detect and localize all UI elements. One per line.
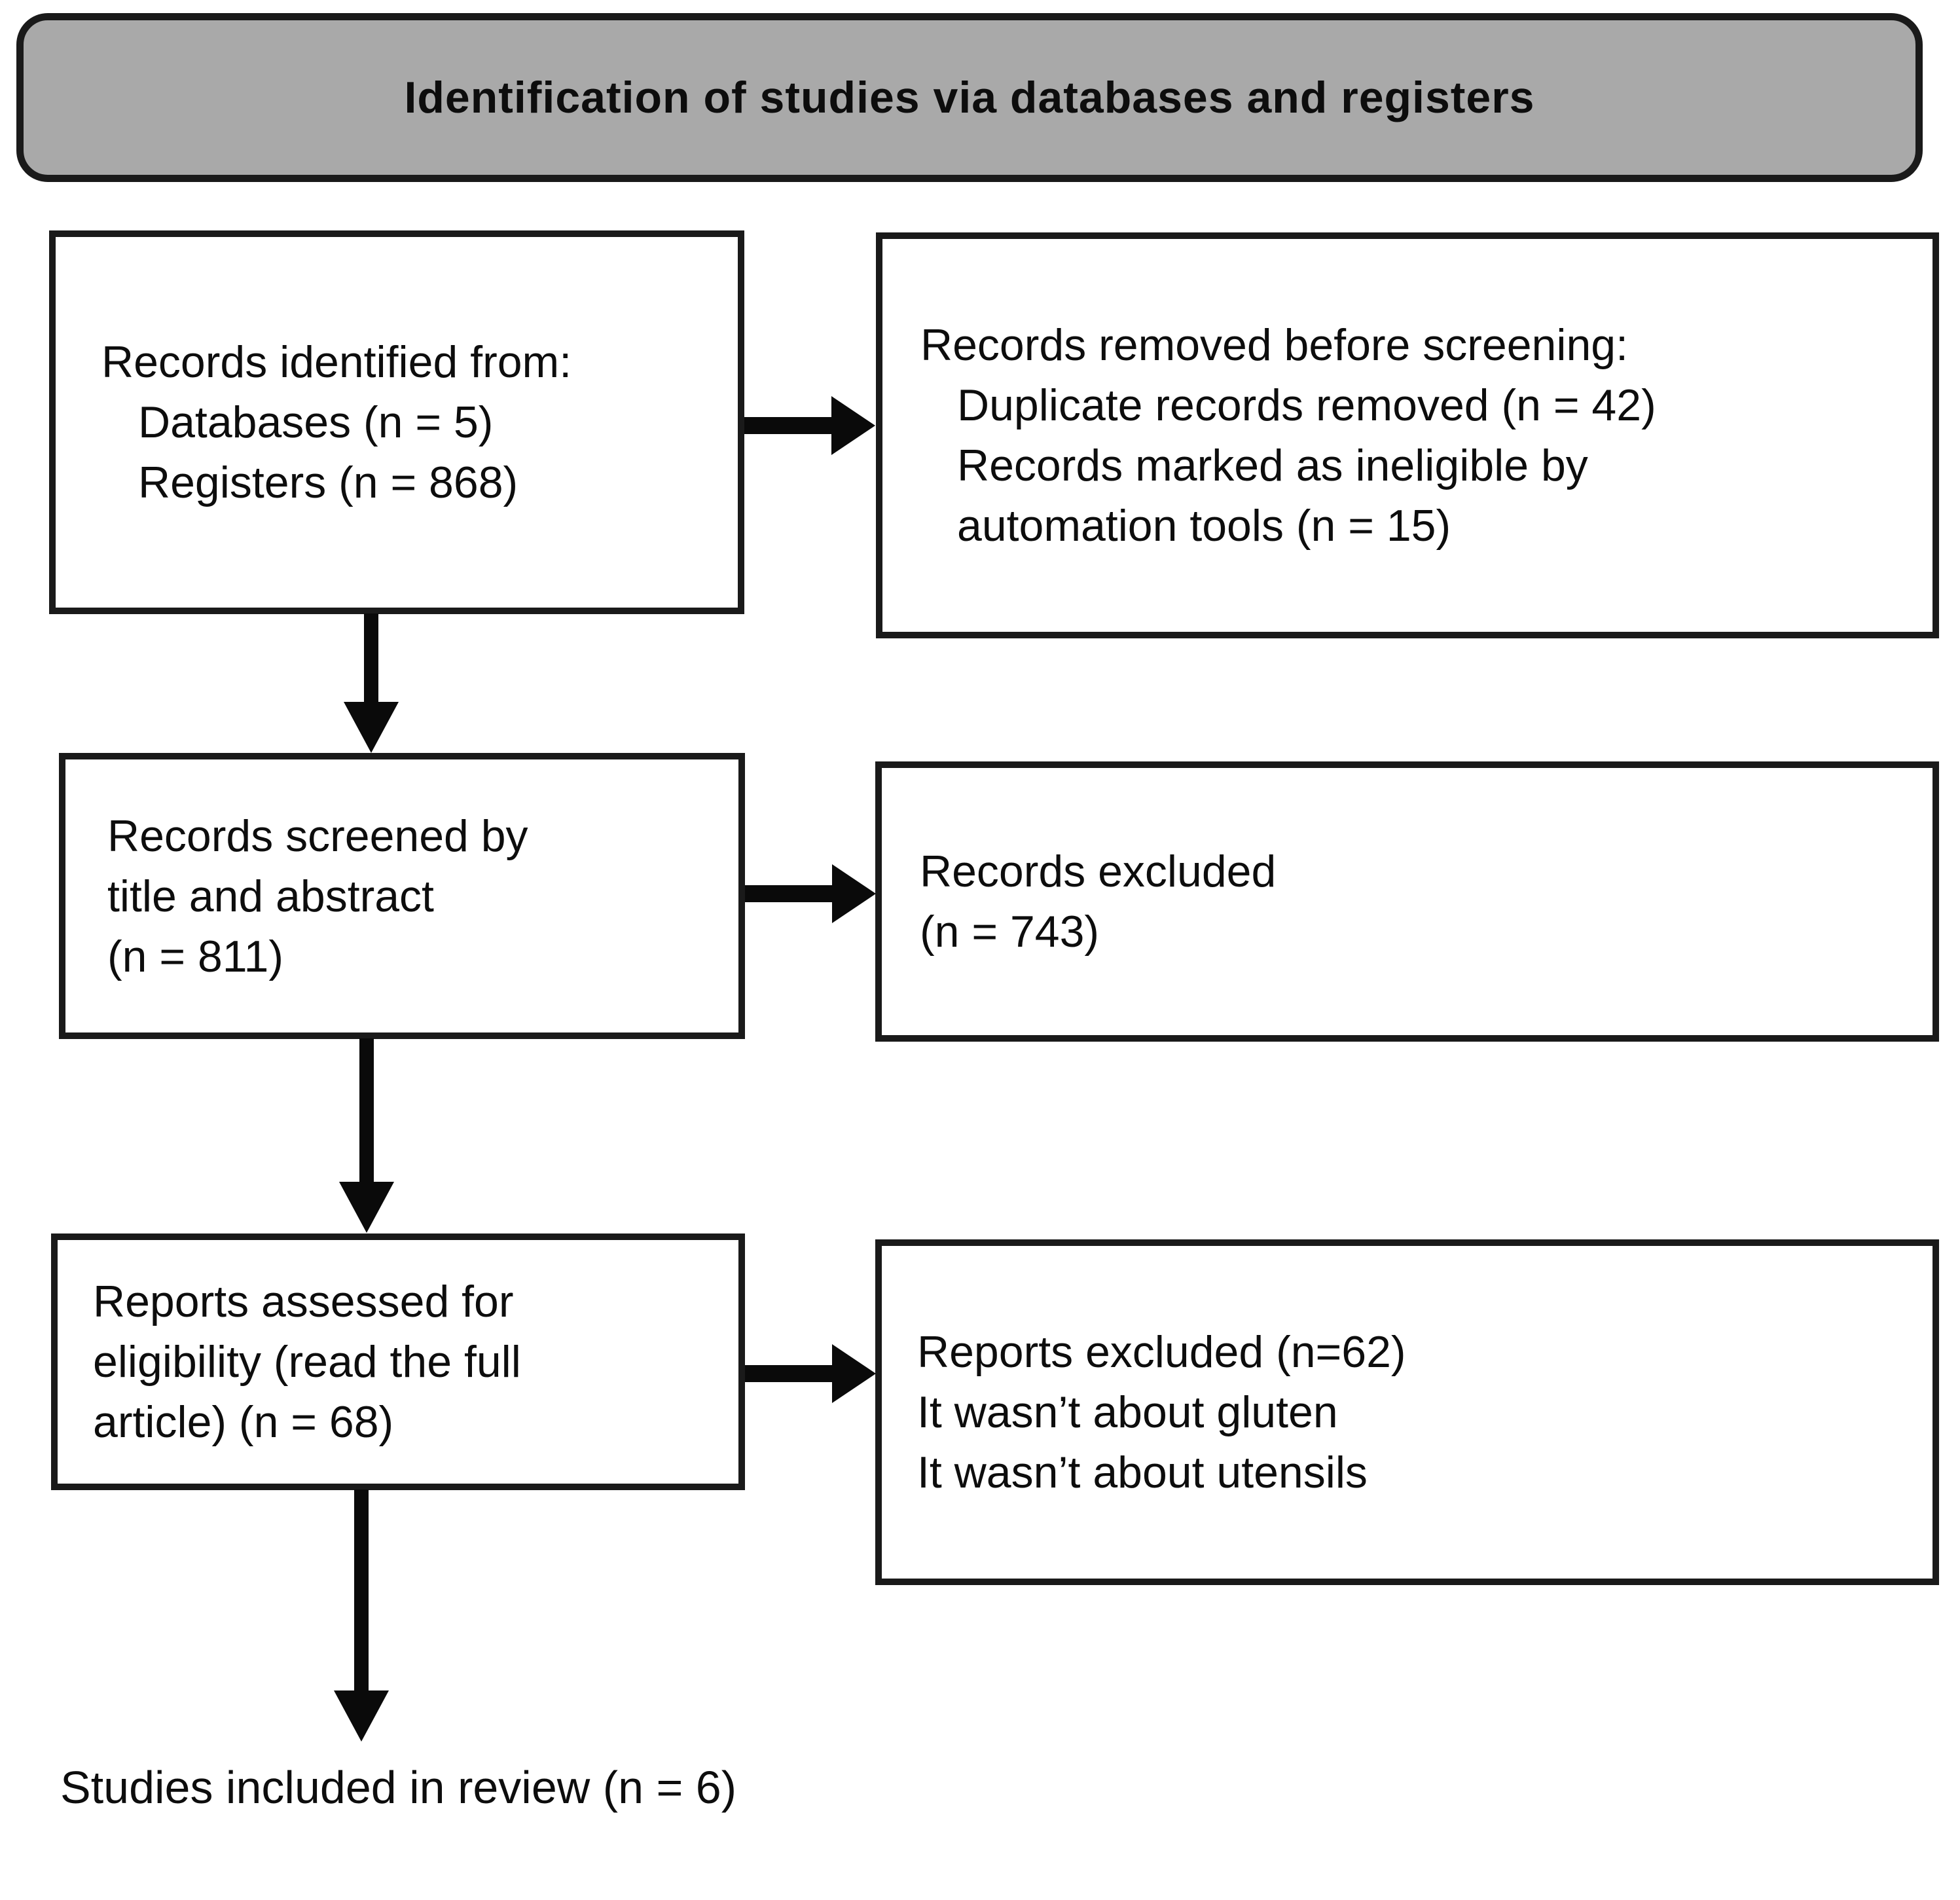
text-line: It wasn’t about utensils bbox=[917, 1448, 1368, 1497]
text-line: Databases (n = 5) bbox=[138, 397, 494, 447]
arrow-right-icon bbox=[745, 885, 834, 902]
arrow-down-icon bbox=[364, 613, 378, 704]
text-line: (n = 743) bbox=[920, 907, 1100, 957]
text-line: Reports assessed for bbox=[93, 1277, 514, 1326]
arrow-down-icon bbox=[344, 702, 399, 753]
text-line: Records removed before screening: bbox=[920, 320, 1628, 370]
arrow-down-icon bbox=[339, 1182, 394, 1233]
arrow-right-icon bbox=[832, 864, 876, 923]
box-reports-excluded: Reports excluded (n=62) It wasn’t about g… bbox=[875, 1239, 1939, 1585]
text-line: It wasn’t about gluten bbox=[917, 1387, 1338, 1437]
text-line: title and abstract bbox=[107, 871, 434, 921]
box-records-removed-before-screening: Records removed before screening: Duplica… bbox=[876, 232, 1939, 638]
text-line: automation tools (n = 15) bbox=[957, 501, 1451, 551]
text-line: Reports excluded (n=62) bbox=[917, 1327, 1406, 1377]
arrow-right-icon bbox=[745, 1365, 834, 1382]
text-line: article) (n = 68) bbox=[93, 1397, 394, 1447]
arrow-right-icon bbox=[744, 417, 833, 434]
box-records-identified: Records identified from: Databases (n = 5… bbox=[49, 230, 744, 614]
text-line: Duplicate records removed (n = 42) bbox=[957, 380, 1656, 430]
text-line: Records identified from: bbox=[101, 337, 572, 387]
box-reports-assessed: Reports assessed for eligibility (read th… bbox=[51, 1233, 745, 1490]
text-line: Registers (n = 868) bbox=[138, 458, 518, 507]
diagram-title-bar: Identification of studies via databases … bbox=[16, 13, 1923, 182]
arrow-right-icon bbox=[832, 1344, 876, 1403]
text-line: Records marked as ineligible by bbox=[957, 441, 1588, 490]
text-line: Records excluded bbox=[920, 847, 1277, 896]
arrow-down-icon bbox=[359, 1038, 374, 1184]
studies-included-text: Studies included in review (n = 6) bbox=[60, 1762, 737, 1813]
box-records-excluded: Records excluded (n = 743) bbox=[875, 761, 1939, 1042]
diagram-title: Identification of studies via databases … bbox=[404, 73, 1535, 122]
text-line: Records screened by bbox=[107, 811, 528, 861]
arrow-down-icon bbox=[334, 1690, 389, 1742]
text-line: (n = 811) bbox=[107, 931, 284, 981]
arrow-down-icon bbox=[354, 1489, 369, 1692]
text-line: eligibility (read the full bbox=[93, 1337, 521, 1387]
box-records-screened: Records screened by title and abstract (n … bbox=[59, 753, 745, 1039]
arrow-right-icon bbox=[831, 396, 875, 455]
